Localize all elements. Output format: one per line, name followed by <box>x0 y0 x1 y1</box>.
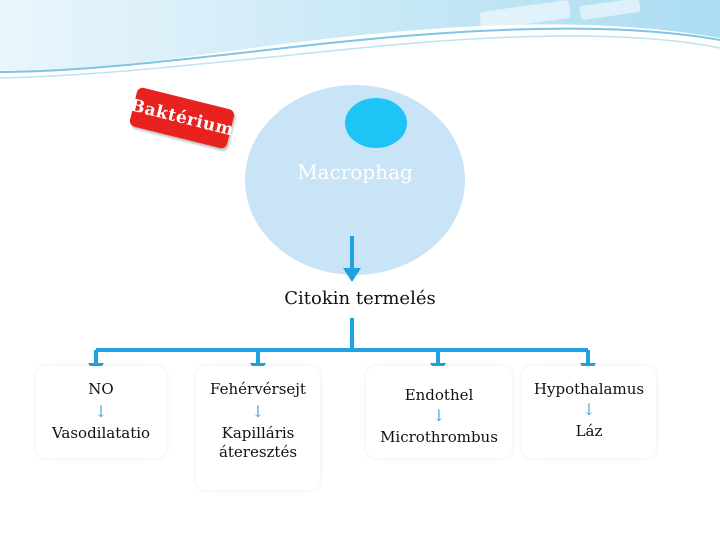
effect-source: Hypothalamus <box>533 380 645 398</box>
cytokine-production-label: Citokin termelés <box>284 288 436 309</box>
effect-box-no: NO ↓ Vasodilatatio <box>36 366 166 458</box>
effect-source: NO <box>88 380 114 398</box>
effect-result: Vasodilatatio <box>51 424 151 442</box>
effect-result: Microthrombus <box>380 428 498 446</box>
effect-box-hypothalamus: Hypothalamus ↓ Láz <box>522 366 656 458</box>
down-arrow-icon: ↓ <box>94 402 108 421</box>
down-arrow-icon: ↓ <box>251 402 265 421</box>
effect-box-feherversejt: Fehérvérsejt ↓ Kapilláris áteresztés <box>196 366 320 490</box>
header-wave-decoration <box>0 0 720 79</box>
effect-result: Láz <box>575 422 603 440</box>
effect-result: Kapilláris áteresztés <box>218 424 298 461</box>
macrophage-nucleus <box>345 98 407 148</box>
effect-source: Endothel <box>404 386 474 404</box>
down-arrow-icon: ↓ <box>432 406 446 425</box>
arrowhead-cytokine <box>343 268 361 282</box>
effect-box-endothel: Endothel ↓ Microthrombus <box>366 366 512 458</box>
effect-source: Fehérvérsejt <box>210 380 306 398</box>
down-arrow-icon: ↓ <box>582 400 596 419</box>
macrophage-label: Macrophag <box>297 160 413 184</box>
